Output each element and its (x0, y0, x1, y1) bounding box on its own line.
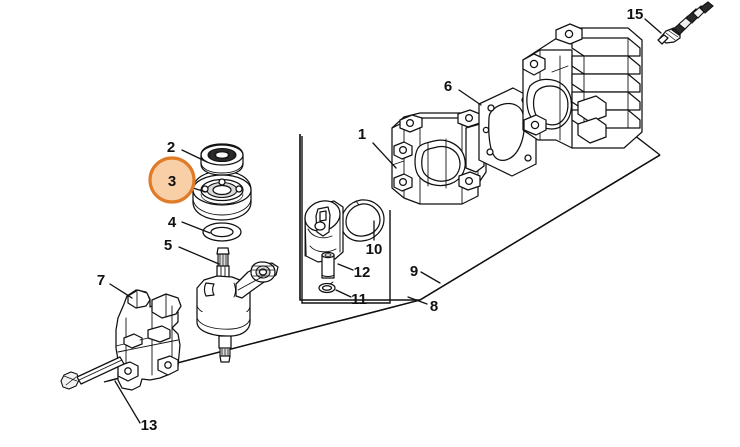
callout-label-10[interactable]: 10 (366, 241, 383, 258)
part-piston (304, 200, 344, 263)
callout-label-13[interactable]: 13 (141, 417, 158, 434)
part-ball-bearing (192, 170, 252, 221)
part-crankcase-half (115, 289, 182, 391)
callout-labels: 1 2 3 4 5 6 7 8 9 10 11 12 13 15 (97, 6, 644, 434)
leader-11 (335, 289, 352, 298)
callout-label-6[interactable]: 6 (444, 78, 452, 95)
part-spark-plug (657, 1, 714, 45)
part-cylinder-gasket (478, 87, 537, 177)
leader-2 (181, 149, 208, 163)
leader-4 (181, 221, 211, 234)
callout-label-2[interactable]: 2 (167, 139, 175, 156)
callout-label-8[interactable]: 8 (430, 298, 438, 315)
callout-label-11[interactable]: 11 (351, 291, 367, 308)
callout-label-7[interactable]: 7 (97, 272, 105, 289)
part-circlip (318, 281, 336, 294)
bracket-piston-9 (301, 136, 391, 304)
callout-label-12[interactable]: 12 (354, 264, 371, 281)
callout-label-9[interactable]: 9 (410, 263, 418, 280)
leader-12 (337, 263, 354, 271)
callout-label-5[interactable]: 5 (164, 237, 172, 254)
leader-15 (644, 18, 662, 34)
leader-6 (458, 89, 482, 106)
part-cylinder (522, 23, 643, 149)
callout-label-4[interactable]: 4 (168, 214, 177, 231)
leader-8 (407, 296, 428, 305)
part-piston-ring (340, 199, 385, 242)
leader-5 (178, 246, 220, 265)
leader-9 (420, 271, 441, 284)
callout-label-1[interactable]: 1 (358, 126, 366, 143)
callout-label-3[interactable]: 3 (168, 173, 176, 190)
part-crankshaft (196, 247, 279, 363)
leader-lines (109, 18, 662, 424)
leader-1 (372, 142, 397, 169)
leader-13 (114, 380, 141, 424)
part-oil-seal (202, 222, 242, 242)
highlight-circle-part-3[interactable] (148, 156, 196, 204)
leader-7 (109, 283, 133, 299)
part-bolt-13 (60, 356, 125, 390)
part-bearing-cap (200, 143, 244, 176)
callout-label-15[interactable]: 15 (627, 6, 644, 23)
part-piston-pin (321, 251, 335, 279)
part-crankcase-housing (391, 109, 487, 205)
